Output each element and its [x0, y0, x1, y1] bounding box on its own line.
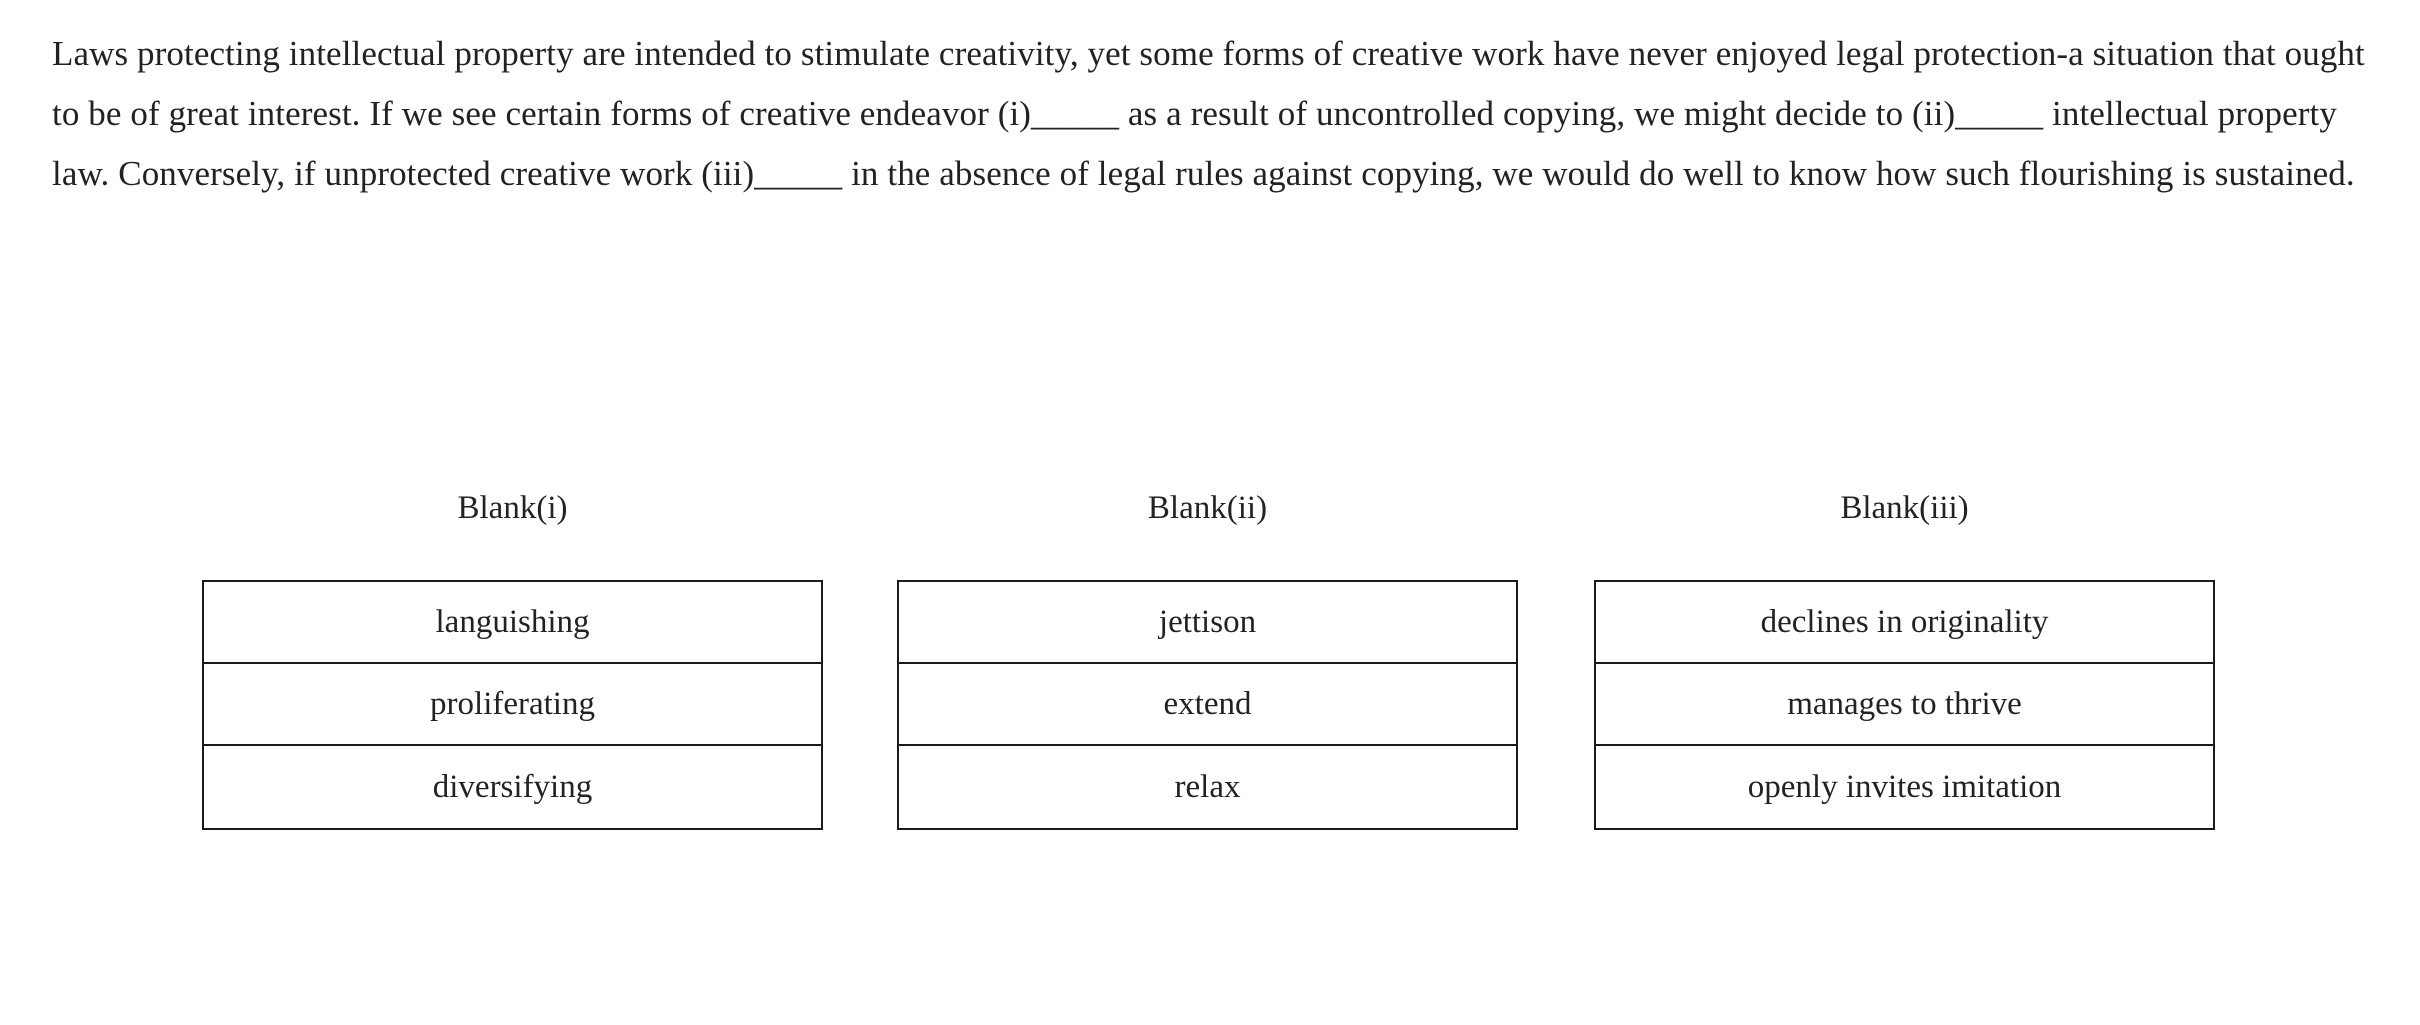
- choice-option[interactable]: proliferating: [204, 664, 821, 746]
- choice-option[interactable]: jettison: [899, 582, 1516, 664]
- column-header-blank-iii: Blank(iii): [1840, 490, 1969, 526]
- choice-label: manages to thrive: [1787, 686, 2022, 722]
- choice-option[interactable]: manages to thrive: [1596, 664, 2213, 746]
- column-header-blank-ii: Blank(ii): [1147, 490, 1268, 526]
- column-header-blank-i: Blank(i): [457, 490, 568, 526]
- choice-table-blank-iii: declines in originality manages to thriv…: [1594, 580, 2215, 830]
- choice-label: proliferating: [430, 686, 595, 722]
- choice-label: jettison: [1158, 604, 1257, 640]
- choice-table-blank-ii: jettison extend relax: [897, 580, 1518, 830]
- choice-label: extend: [1163, 686, 1252, 722]
- blank-column-i: Blank(i) languishing proliferating diver…: [202, 488, 823, 830]
- choice-option[interactable]: languishing: [204, 582, 821, 664]
- choice-option[interactable]: relax: [899, 746, 1516, 828]
- choice-label: languishing: [435, 604, 590, 640]
- choice-option[interactable]: openly invites imitation: [1596, 746, 2213, 828]
- choice-label: declines in originality: [1760, 604, 2049, 640]
- choice-option[interactable]: diversifying: [204, 746, 821, 828]
- choice-table-blank-i: languishing proliferating diversifying: [202, 580, 823, 830]
- blank-column-iii: Blank(iii) declines in originality manag…: [1594, 488, 2215, 830]
- blank-column-ii: Blank(ii) jettison extend relax: [897, 488, 1518, 830]
- choice-option[interactable]: extend: [899, 664, 1516, 746]
- choice-label: relax: [1174, 769, 1241, 805]
- choice-option[interactable]: declines in originality: [1596, 582, 2213, 664]
- choice-label: openly invites imitation: [1747, 769, 2062, 805]
- choice-label: diversifying: [432, 769, 593, 805]
- passage-text: Laws protecting intellectual property ar…: [52, 34, 2365, 193]
